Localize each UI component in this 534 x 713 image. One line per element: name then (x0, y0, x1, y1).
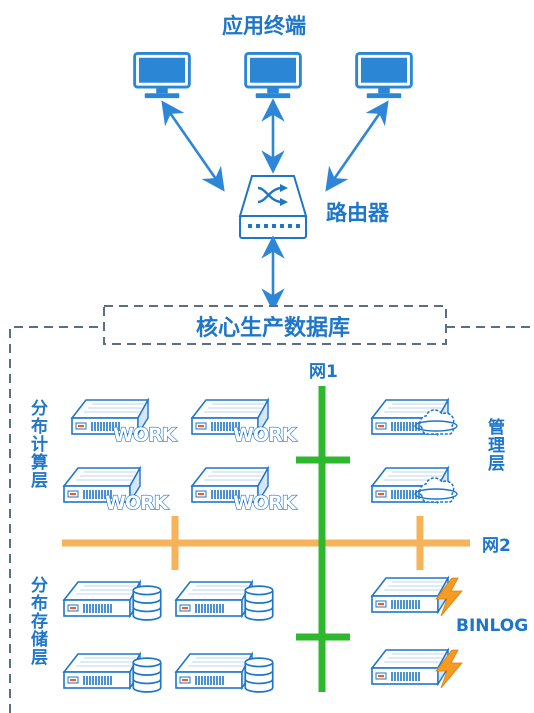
management-layer-label: 管理层 (484, 418, 504, 472)
core-db-box (103, 305, 447, 345)
arrow-terminal1-router (161, 100, 225, 192)
compute-server-3: WORK (63, 467, 171, 515)
net1-bus (296, 386, 350, 692)
server-database-icon (175, 581, 253, 617)
server-database-icon (63, 653, 141, 689)
server-lightning-icon (371, 577, 449, 613)
work-text: WORK (233, 492, 298, 514)
net2-bus (62, 516, 470, 570)
app-terminal-title: 应用终端 (222, 14, 306, 38)
router-icon (238, 175, 308, 239)
core-db-label: 核心生产数据库 (196, 316, 351, 341)
management-server-2 (371, 467, 458, 503)
compute-server-4: WORK (191, 467, 299, 515)
compute-server-2: WORK (191, 399, 299, 447)
terminal-monitor-icon-3 (355, 52, 413, 100)
work-text: WORK (113, 424, 178, 446)
management-server-1 (371, 399, 458, 435)
binlog-server-2 (371, 649, 463, 689)
storage-server-1 (63, 581, 162, 621)
database-icon (244, 585, 274, 621)
work-text: WORK (233, 424, 298, 446)
storage-server-2 (175, 581, 274, 621)
router-label: 路由器 (326, 201, 389, 225)
terminal-router-arrows (165, 108, 385, 184)
server-database-icon (175, 653, 253, 689)
server-lightning-icon (371, 649, 449, 685)
system-boundary-left (9, 326, 104, 713)
terminal-monitor-icon-2 (244, 52, 302, 100)
arrow-terminal3-router (325, 100, 389, 192)
storage-server-4 (175, 653, 274, 693)
binlog-label: BINLOG (456, 616, 529, 636)
database-icon (132, 657, 162, 693)
binlog-server-1 (371, 577, 463, 617)
terminal-monitor-icon-1 (133, 52, 191, 100)
compute-server-1: WORK (71, 399, 179, 447)
server-database-icon (63, 581, 141, 617)
net2-label: 网2 (482, 536, 511, 556)
storage-layer-label: 分布存储层 (27, 576, 47, 666)
database-icon (244, 657, 274, 693)
database-icon (132, 585, 162, 621)
work-text: WORK (105, 492, 170, 514)
storage-server-3 (63, 653, 162, 693)
compute-layer-label: 分布计算层 (27, 399, 47, 489)
net1-label: 网1 (309, 362, 338, 382)
